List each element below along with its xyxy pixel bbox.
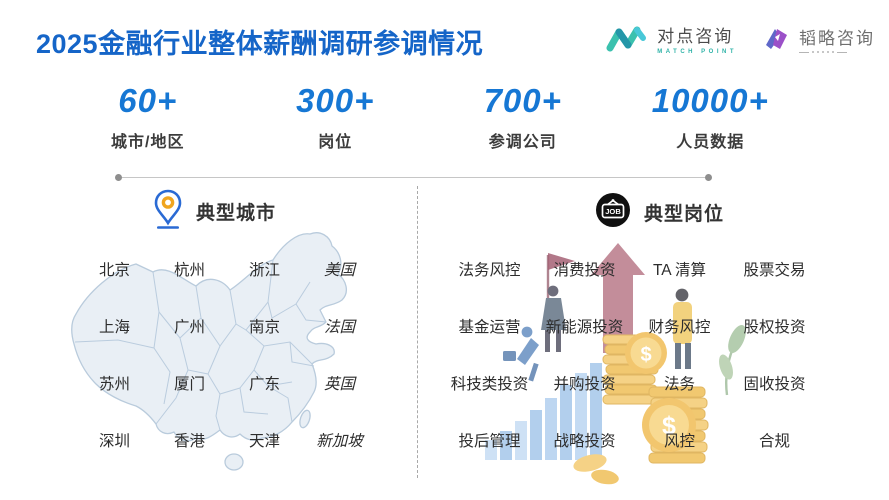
vertical-dashed-divider (417, 186, 418, 478)
city-label: 香港 (173, 432, 205, 450)
positions-section-header: JOB 典型岗位 (595, 192, 724, 233)
matchpoint-logo: 对点咨询 MATCH POINT (605, 24, 737, 59)
position-label: 法务风控 (458, 261, 521, 279)
positions-grid: 法务风控 消费投资 TA 清算 股票交易 基金运营 新能源投资 财务风控 股权投… (442, 240, 822, 468)
city-label: 厦门 (173, 375, 205, 393)
svg-text:JOB: JOB (605, 207, 621, 216)
city-label: 苏州 (98, 375, 130, 393)
page-title: 2025金融行业整体薪酬调研参调情况 (36, 29, 484, 59)
position-label: 科技类投资 (450, 375, 529, 393)
city-label: 天津 (248, 432, 280, 450)
stats-row: 60+ 城市/地区 300+ 岗位 700+ 参调公司 10000+ 人员数据 (54, 82, 804, 152)
positions-section-title: 典型岗位 (644, 204, 725, 225)
position-label: 股票交易 (743, 261, 806, 279)
position-label: 投后管理 (458, 432, 521, 450)
position-label: 股权投资 (743, 318, 806, 336)
stat-value: 10000+ (651, 82, 769, 119)
position-label: 并购投资 (553, 375, 616, 393)
city-label: 法国 (323, 318, 355, 336)
city-label: 浙江 (248, 261, 280, 279)
city-label: 深圳 (98, 432, 130, 450)
divider-dot-left (115, 174, 122, 181)
taolue-logo: 韬略咨询 (763, 25, 875, 58)
logo-row: 对点咨询 MATCH POINT 韬略咨询 (605, 24, 875, 59)
taolue-logo-icon (763, 25, 791, 58)
city-label: 广东 (248, 375, 280, 393)
stat-label: 岗位 (318, 133, 353, 151)
taolue-logo-tagline-decor (799, 51, 847, 54)
stat-value: 60+ (118, 82, 178, 119)
taolue-logo-name: 韬略咨询 (799, 28, 875, 48)
taolue-logo-text: 韬略咨询 (799, 28, 875, 54)
stat-jobs: 300+ 岗位 (242, 82, 430, 152)
city-label: 上海 (98, 318, 130, 336)
china-map-graphic (58, 222, 398, 492)
city-label: 广州 (173, 318, 205, 336)
stat-label: 城市/地区 (111, 133, 185, 151)
svg-text:$: $ (662, 412, 676, 440)
position-label: 消费投资 (553, 261, 616, 279)
finance-illustration-graphic: $ $ (445, 235, 785, 495)
cities-section-header: 典型城市 (153, 188, 276, 235)
position-label: 战略投资 (553, 432, 616, 450)
location-pin-icon (153, 188, 183, 235)
position-label: 法务 (663, 375, 695, 393)
position-label: TA 清算 (652, 261, 707, 279)
stat-people: 10000+ 人员数据 (617, 82, 805, 152)
city-label: 北京 (98, 261, 130, 279)
city-label: 英国 (323, 375, 355, 393)
position-label: 新能源投资 (545, 318, 624, 336)
matchpoint-logo-text: 对点咨询 MATCH POINT (657, 27, 737, 55)
matchpoint-logo-icon (605, 24, 649, 59)
stat-label: 参调公司 (488, 133, 557, 151)
stat-cities: 60+ 城市/地区 (54, 82, 242, 152)
svg-text:$: $ (640, 344, 651, 366)
cities-section-title: 典型城市 (196, 203, 277, 224)
stat-companies: 700+ 参调公司 (429, 82, 617, 152)
stat-value: 700+ (483, 82, 562, 119)
position-label: 基金运营 (458, 318, 521, 336)
position-label: 风控 (663, 432, 695, 450)
city-label: 美国 (323, 261, 355, 279)
city-label: 新加坡 (316, 432, 363, 450)
job-badge-icon: JOB (595, 192, 631, 233)
position-label: 财务风控 (648, 318, 711, 336)
position-label: 合规 (758, 432, 790, 450)
matchpoint-logo-name: 对点咨询 (657, 27, 734, 47)
divider-dot-right (705, 174, 712, 181)
city-label: 南京 (248, 318, 280, 336)
cities-grid: 北京 杭州 浙江 美国 上海 广州 南京 法国 苏州 厦门 广东 英国 深圳 香… (77, 240, 377, 468)
city-label: 杭州 (173, 261, 205, 279)
matchpoint-logo-tagline: MATCH POINT (657, 48, 737, 55)
horizontal-divider (119, 177, 708, 178)
position-label: 固收投资 (743, 375, 806, 393)
stat-label: 人员数据 (676, 133, 745, 151)
stat-value: 300+ (296, 82, 375, 119)
